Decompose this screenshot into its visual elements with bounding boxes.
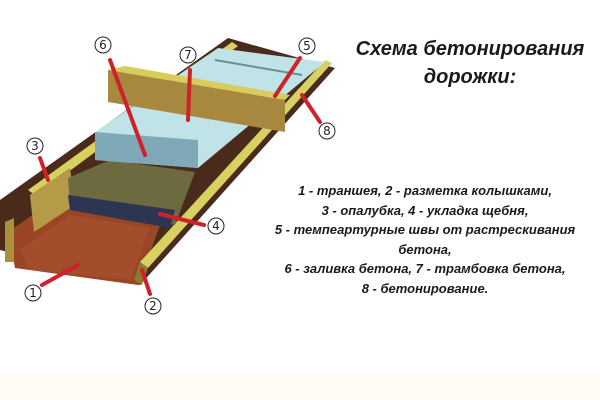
callout-5-label: 5 <box>303 39 311 53</box>
legend-line: 6 - заливка бетона, 7 - трамбовка бетона… <box>284 261 566 276</box>
callout-8: 8 <box>318 122 336 140</box>
callout-3-label: 3 <box>31 139 39 153</box>
callout-7-label: 7 <box>184 48 192 62</box>
callout-3: 3 <box>26 137 44 155</box>
callout-7: 7 <box>179 46 197 64</box>
callout-6-label: 6 <box>99 38 107 52</box>
callout-5: 5 <box>298 37 316 55</box>
callout-1-label: 1 <box>29 286 37 300</box>
bottom-strip <box>0 372 600 400</box>
gravel <box>68 160 195 228</box>
callout-2-label: 2 <box>149 299 157 313</box>
legend-line: 1 - траншея, 2 - разметка колышками, <box>298 183 552 198</box>
pointers <box>38 56 322 296</box>
title-line-1: Схема бетонирования <box>355 38 585 60</box>
legend-line: 8 - бетонирование. <box>361 280 489 296</box>
callout-4: 4 <box>207 217 225 235</box>
callout-6: 6 <box>94 36 112 54</box>
legend: 1 - траншея, 2 - разметка колышками, 3 -… <box>250 181 600 298</box>
legend-line: 5 - темпеартурные швы от растрескивания … <box>274 222 576 257</box>
callout-8-label: 8 <box>323 124 331 138</box>
tamping-beam <box>108 66 290 132</box>
title-line-2: дорожки: <box>423 66 517 88</box>
legend-line: 3 - опалубка, 4 - укладка щебня, <box>321 202 529 218</box>
callout-4-label: 4 <box>212 219 220 233</box>
callout-2: 2 <box>144 297 162 315</box>
callout-1: 1 <box>24 284 42 302</box>
callouts: 6 7 5 8 3 4 1 2 <box>24 36 336 315</box>
